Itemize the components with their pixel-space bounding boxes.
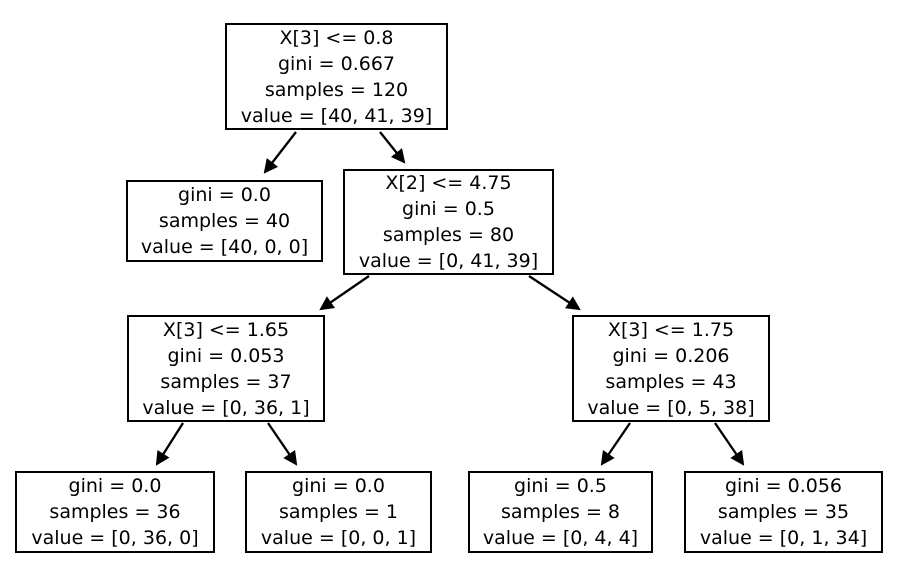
node-samples: samples = 8 [500,501,621,523]
edge-split3l-to-leaf2 [267,422,298,466]
node-split-condition: X[3] <= 1.65 [162,318,290,341]
node-gini: gini = 0.056 [724,475,843,497]
node-gini: gini = 0.5 [402,198,495,220]
node-samples: samples = 80 [382,224,515,246]
node-samples: samples = 35 [717,501,850,523]
node-samples: samples = 36 [49,501,181,523]
edge-root-to-left-leaf [263,131,297,174]
edge-split3r-to-leaf4 [714,422,745,466]
node-value: value = [40, 0, 0] [140,236,309,258]
tree-node-leaf-3: gini = 0.5 samples = 8 value = [0, 4, 4] [468,471,653,553]
edge-root-to-right-split [379,131,406,164]
node-samples: samples = 43 [605,370,737,393]
node-value: value = [0, 4, 4] [482,527,639,549]
node-split-condition: X[3] <= 0.8 [279,26,394,49]
tree-node-depth2-left-split: X[3] <= 1.65 gini = 0.053 samples = 37 v… [127,315,325,422]
node-gini: gini = 0.0 [68,475,162,497]
node-gini: gini = 0.0 [292,475,385,497]
node-gini: gini = 0.667 [277,52,396,75]
node-value: value = [0, 36, 1] [142,396,310,419]
node-gini: gini = 0.053 [167,344,285,367]
node-value: value = [0, 5, 38] [587,396,755,419]
tree-node-depth2-right-split: X[3] <= 1.75 gini = 0.206 samples = 43 v… [572,315,770,422]
edge-split3r-to-leaf3 [600,422,631,466]
node-samples: samples = 1 [278,501,399,523]
tree-node-leaf-4: gini = 0.056 samples = 35 value = [0, 1,… [684,471,883,553]
node-samples: samples = 40 [158,210,291,232]
tree-node-root: X[3] <= 0.8 gini = 0.667 samples = 120 v… [225,23,448,130]
edge-split2-to-split3-left [319,275,370,311]
node-value: value = [0, 41, 39] [358,250,539,272]
node-gini: gini = 0.206 [612,344,730,367]
tree-node-depth1-left-leaf: gini = 0.0 samples = 40 value = [40, 0, … [126,180,323,262]
node-gini: gini = 0.5 [514,475,607,497]
node-samples: samples = 37 [160,370,292,393]
node-value: value = [0, 36, 0] [31,527,199,549]
node-value: value = [0, 1, 34] [699,527,868,549]
edge-split3l-to-leaf1 [155,422,184,466]
node-gini: gini = 0.0 [178,184,271,206]
edge-split2-to-split3-right [528,275,581,311]
tree-node-depth1-right-split: X[2] <= 4.75 gini = 0.5 samples = 80 val… [343,169,554,275]
node-value: value = [0, 0, 1] [260,527,417,549]
node-split-condition: X[2] <= 4.75 [385,172,512,194]
node-value: value = [40, 41, 39] [240,104,433,127]
node-split-condition: X[3] <= 1.75 [607,318,735,341]
node-samples: samples = 120 [264,78,409,101]
tree-node-leaf-1: gini = 0.0 samples = 36 value = [0, 36, … [15,471,215,553]
tree-node-leaf-2: gini = 0.0 samples = 1 value = [0, 0, 1] [245,471,432,553]
